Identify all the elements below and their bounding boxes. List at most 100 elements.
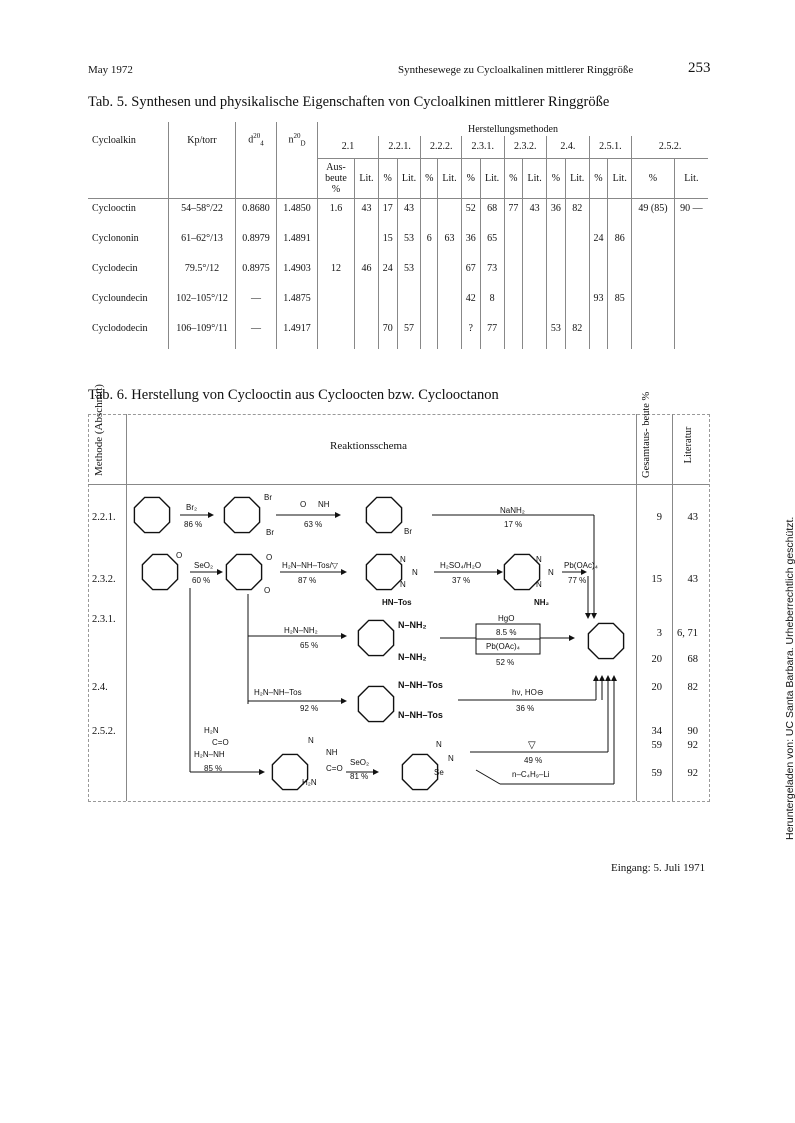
yield: 20 [651,654,663,665]
table-cell: 102–105°/12 [168,289,236,319]
table-cell: 0.8979 [235,229,277,259]
table-cell: 36 [461,229,481,259]
table-cell: 82 [565,198,590,229]
atom-label: N [536,580,542,589]
download-watermark: Heruntergeladen von: UC Santa Barbara. U… [784,516,795,840]
table-cell [546,289,566,319]
table-cell [522,319,548,349]
substituent-label: NH₂ [534,598,550,607]
table-cell: 77 [480,319,505,349]
table-cell [504,259,524,289]
table-cell: 73 [480,259,505,289]
method-col: 2.1 [317,136,379,159]
atom-label: Br [264,493,272,502]
yield-label: 86 % [184,520,203,529]
substituent-label: N–NH–Tos [398,710,443,720]
sub-lit: Lit. [565,158,590,199]
table-cell: 79.5°/12 [168,259,236,289]
table-cell [631,259,675,289]
table-cell [354,289,379,319]
table-cell: 43 [522,198,548,229]
reagent-label: SeO₂ [194,561,214,570]
heat-symbol: ▽ [528,740,536,751]
col-cycloalkin: Cycloalkin [88,122,169,158]
reagent-label: SeO₂ [350,758,370,767]
table-cell [378,289,398,319]
table-cell: 8 [480,289,505,319]
cyclooctane-ring [223,496,261,534]
methods-title: Herstellungsmethoden [468,123,558,135]
table-cell: 52 [461,198,481,229]
table-cell [354,319,379,349]
table-cell [631,289,675,319]
divider [88,484,709,485]
table-cell: 54–58°/22 [168,198,236,229]
literature: 92 [687,768,699,779]
table-cell [589,259,609,289]
method-col: 2.3.1. [461,136,505,159]
table-cell [546,229,566,259]
running-title: Synthesewege zu Cycloalkalinen mittlerer… [398,64,634,76]
divider [636,414,637,801]
yield: 3 [656,628,662,639]
table-cell [504,289,524,319]
col-scheme: Reaktionsschema [330,440,407,452]
atom-label: N [536,555,542,564]
table-cell: 1.4875 [276,289,318,319]
table-cell: 53 [397,229,422,259]
literature: 92 [687,740,699,751]
sub-pct: % [378,158,398,199]
table-cell: Cycloundecin [88,289,169,319]
table-cell: Cyclononin [88,229,169,259]
table-cell [631,229,675,259]
table-cell: 93 [589,289,609,319]
sub-lit: Lit. [607,158,633,199]
atom-label: N [400,580,406,589]
method-label: 2.3.2. [92,574,116,585]
table-cell: 86 [607,229,633,259]
table-cell: Cyclodecin [88,259,169,289]
table-cell: 65 [480,229,505,259]
reagent-label: NaNH₂ [500,506,525,515]
table-cell: 24 [589,229,609,259]
reagent-label: H₂SO₄/H₂O [440,561,482,570]
atom-label: N [448,754,454,763]
sub-pct: % [546,158,566,199]
table-cell: 6 [420,229,439,259]
table-cell [607,259,633,289]
table-cell: 1.6 [317,198,355,229]
table-cell [504,319,524,349]
table-cell [565,229,590,259]
atom-label: O [264,586,271,595]
table-cell [522,229,548,259]
table-cell [504,229,524,259]
table-cell: 1.4917 [276,319,318,349]
table-cell [607,319,633,349]
sub-lit: Lit. [397,158,422,199]
table-cell: Cyclooctin [88,198,169,229]
table-cell [565,259,590,289]
cyclooctane-ring [133,496,171,534]
table-cell: 85 [607,289,633,319]
atom-label: O [266,553,273,562]
method-col: 2.2.1. [378,136,422,159]
morpholine-nh: NH [318,500,330,509]
yield-label: 60 % [192,576,211,585]
reagent-label: H₂N–NH–Tos/▽ [282,561,338,570]
atom-label: C=O [326,764,343,773]
reagent-label: H₂N–NH–Tos [254,688,302,697]
rings [133,496,625,791]
table-cell: 57 [397,319,422,349]
method-label: 2.2.1. [92,512,116,523]
table-cell: 46 [354,259,379,289]
method-label: 2.4. [92,682,108,693]
table-cell: 77 [504,198,524,229]
yield-label: 17 % [504,520,523,529]
table-cell [420,259,439,289]
table-cell: 106–109°/11 [168,319,236,349]
